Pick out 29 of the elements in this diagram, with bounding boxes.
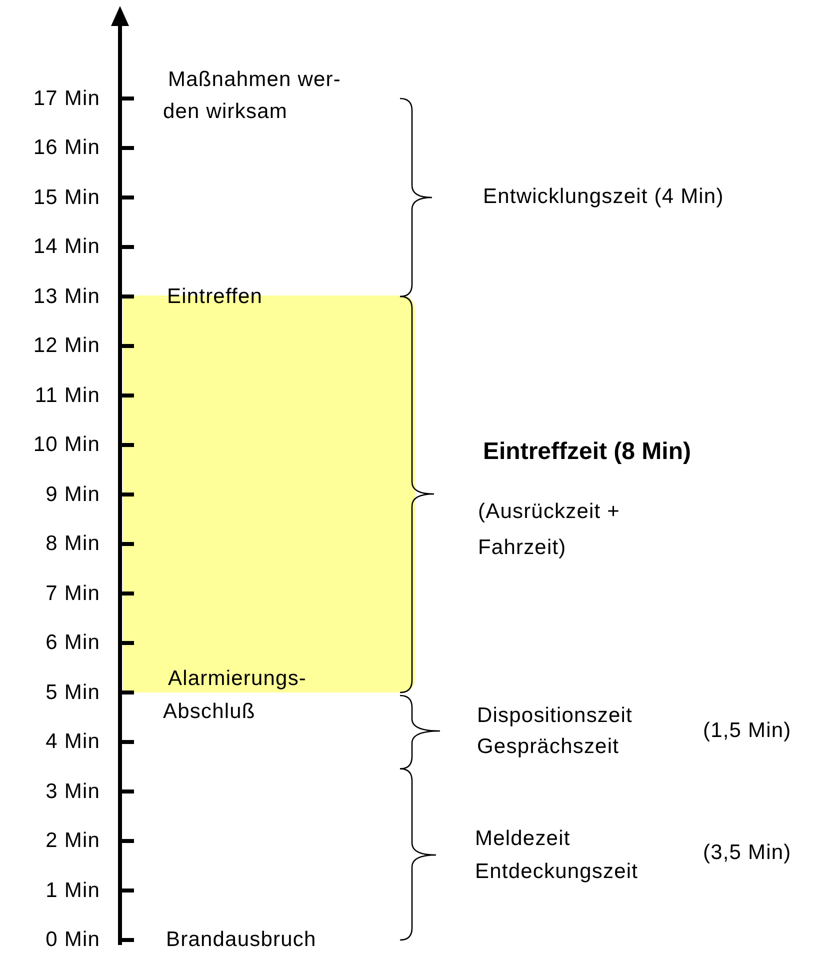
tick-label: 16 Min bbox=[33, 136, 100, 160]
tick-label: 3 Min bbox=[46, 780, 100, 804]
annotation-text: Eintreffen bbox=[167, 285, 263, 309]
annotation-text: (3,5 Min) bbox=[703, 841, 792, 865]
tick-label: 6 Min bbox=[46, 631, 100, 655]
tick-label: 7 Min bbox=[46, 582, 100, 606]
tick-label: 2 Min bbox=[46, 829, 100, 853]
annotation-text: Meldezeit Entdeckungszeit bbox=[475, 826, 640, 884]
tick-label: 15 Min bbox=[33, 186, 100, 210]
annotation-text: (1,5 Min) bbox=[703, 719, 792, 743]
tick-label: 4 Min bbox=[46, 730, 100, 754]
phase-heading: Eintreffzeit (8 Min) bbox=[483, 440, 691, 464]
annotation-text: Brandausbruch bbox=[166, 928, 316, 952]
annotation-text: Alarmierungs- Abschluß bbox=[163, 666, 308, 724]
tick-label: 14 Min bbox=[33, 235, 100, 259]
annotation-text: Maßnahmen wer- den wirksam bbox=[163, 67, 342, 125]
annotation-text: Entwicklungszeit (4 Min) bbox=[483, 185, 724, 209]
annotation-text: (Ausrückzeit + Fahrzeit) bbox=[478, 499, 622, 561]
tick-label: 11 Min bbox=[34, 384, 100, 408]
tick-label: 9 Min bbox=[46, 482, 100, 506]
tick-label: 0 Min bbox=[46, 928, 100, 952]
tick-label: 13 Min bbox=[33, 284, 100, 308]
annotation-text: Dispositionszeit Gesprächszeit bbox=[477, 702, 634, 760]
tick-label: 17 Min bbox=[33, 86, 100, 110]
tick-label: 10 Min bbox=[33, 433, 100, 457]
tick-label: 5 Min bbox=[46, 680, 100, 704]
tick-label: 12 Min bbox=[33, 334, 100, 358]
tick-label: 8 Min bbox=[46, 532, 100, 556]
tick-label: 1 Min bbox=[46, 878, 100, 902]
